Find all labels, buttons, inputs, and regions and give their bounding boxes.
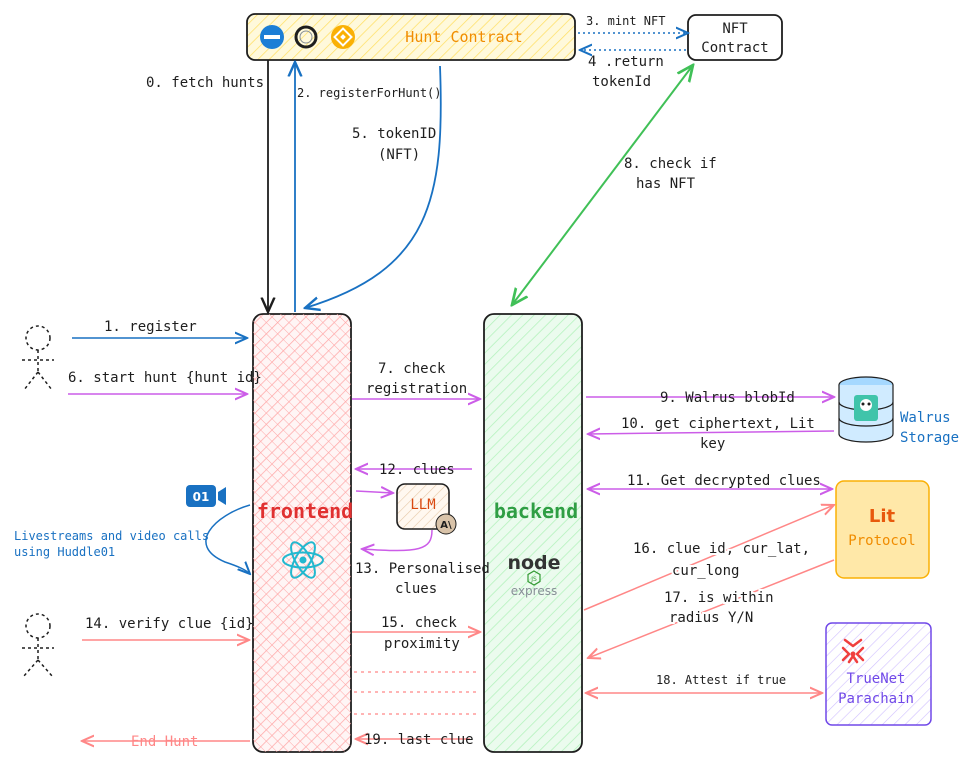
truenet-icon	[841, 638, 865, 664]
nft-contract-line2: Contract	[701, 40, 768, 56]
bnb-icon	[331, 25, 355, 49]
end-hunt-label: End Hunt	[131, 734, 198, 750]
walrus-label-line1: Walrus	[900, 410, 951, 426]
user-figure-top	[22, 325, 54, 391]
truenet-box: TrueNet Parachain	[825, 622, 932, 726]
step-15-label-line1: 15. check	[381, 615, 457, 631]
step-5-label-line1: 5. tokenID	[352, 126, 436, 142]
step-0-label: 0. fetch hunts	[146, 75, 264, 91]
step-16-label-line2: cur_long	[672, 563, 739, 579]
hunt-contract-box: Hunt Contract	[246, 13, 576, 61]
step-17-label-line1: 17. is within	[664, 590, 774, 606]
frontend-label: frontend	[257, 499, 353, 523]
step-10-label-line2: key	[700, 436, 725, 452]
lit-protocol-box: Lit Protocol	[835, 480, 930, 579]
huddle-arrow	[205, 504, 250, 574]
step-14-label: 14. verify clue {id}	[85, 616, 254, 632]
arrow-token-id	[305, 65, 442, 308]
polygon-icon	[260, 25, 284, 49]
svg-text:node: node	[507, 552, 560, 574]
backend-box: backend node JS express	[483, 313, 583, 753]
nodejs-logo: node JS	[507, 552, 561, 586]
step-5-label-line2: (NFT)	[378, 147, 420, 163]
walrus-label-line2: Storage	[900, 430, 959, 446]
walrus-storage-icon	[838, 376, 894, 443]
arrow-check-nft	[512, 65, 693, 305]
step-18-label: 18. Attest if true	[656, 673, 786, 687]
huddle-label-line1: Livestreams and video calls	[14, 529, 209, 543]
step-7-label-line2: registration	[366, 381, 467, 397]
step-6-label: 6. start hunt {hunt id}	[68, 370, 262, 386]
step-7-label-line1: 7. check	[378, 361, 446, 377]
arrow-clue-location	[583, 505, 834, 611]
truenet-label-line1: TrueNet	[846, 671, 905, 687]
step-3-label: 3. mint NFT	[586, 14, 665, 28]
llm-box: LLM A\	[396, 483, 457, 535]
huddle01-icon: 01	[186, 485, 226, 507]
anthropic-icon: A\	[435, 513, 457, 535]
frontend-box: frontend	[252, 313, 353, 753]
step-13-label-line2: clues	[395, 581, 437, 597]
backend-label: backend	[494, 499, 578, 523]
step-12-label: 12. clues	[379, 462, 455, 478]
step-1-label: 1. register	[104, 319, 197, 335]
svg-text:01: 01	[193, 490, 210, 504]
step-8-label-line1: 8. check if	[624, 156, 717, 172]
express-logo: express	[511, 584, 557, 598]
arrow-to-llm	[355, 491, 393, 493]
step-11-label: 11. Get decrypted clues	[627, 473, 821, 489]
step-10-label-line1: 10. get ciphertext, Lit	[621, 416, 815, 432]
truenet-label-line2: Parachain	[838, 691, 914, 707]
step-9-label: 9. Walrus blobId	[660, 390, 795, 406]
step-17-label-line2: radius Y/N	[669, 610, 753, 626]
nft-contract-box: NFT Contract	[687, 14, 783, 61]
arrow-within-radius	[588, 559, 835, 658]
step-16-label-line1: 16. clue id, cur_lat,	[633, 541, 810, 557]
lit-protocol-label: Protocol	[848, 533, 915, 549]
svg-text:JS: JS	[530, 576, 537, 583]
step-4-label-line1: 4 .return	[588, 54, 664, 70]
nft-contract-line1: NFT	[722, 21, 748, 37]
arrow-get-ciphertext	[588, 431, 835, 434]
hunt-contract-label: Hunt Contract	[405, 28, 522, 46]
user-figure-bottom	[22, 613, 54, 677]
step-4-label-line2: tokenId	[592, 74, 651, 90]
svg-text:A\: A\	[440, 520, 452, 531]
react-icon	[282, 541, 324, 579]
huddle-label-line2: using Huddle01	[14, 545, 115, 559]
step-8-label-line2: has NFT	[636, 176, 696, 192]
lit-logo: Lit	[869, 506, 896, 527]
llm-label: LLM	[410, 497, 435, 513]
step-15-label-line2: proximity	[384, 636, 460, 652]
step-19-label: 19. last clue	[364, 732, 474, 748]
step-2-label: 2. registerForHunt()	[297, 86, 442, 100]
step-13-label-line1: 13. Personalised	[355, 561, 490, 577]
oasis-icon	[294, 25, 318, 49]
arrow-personalised-clues	[362, 529, 433, 551]
